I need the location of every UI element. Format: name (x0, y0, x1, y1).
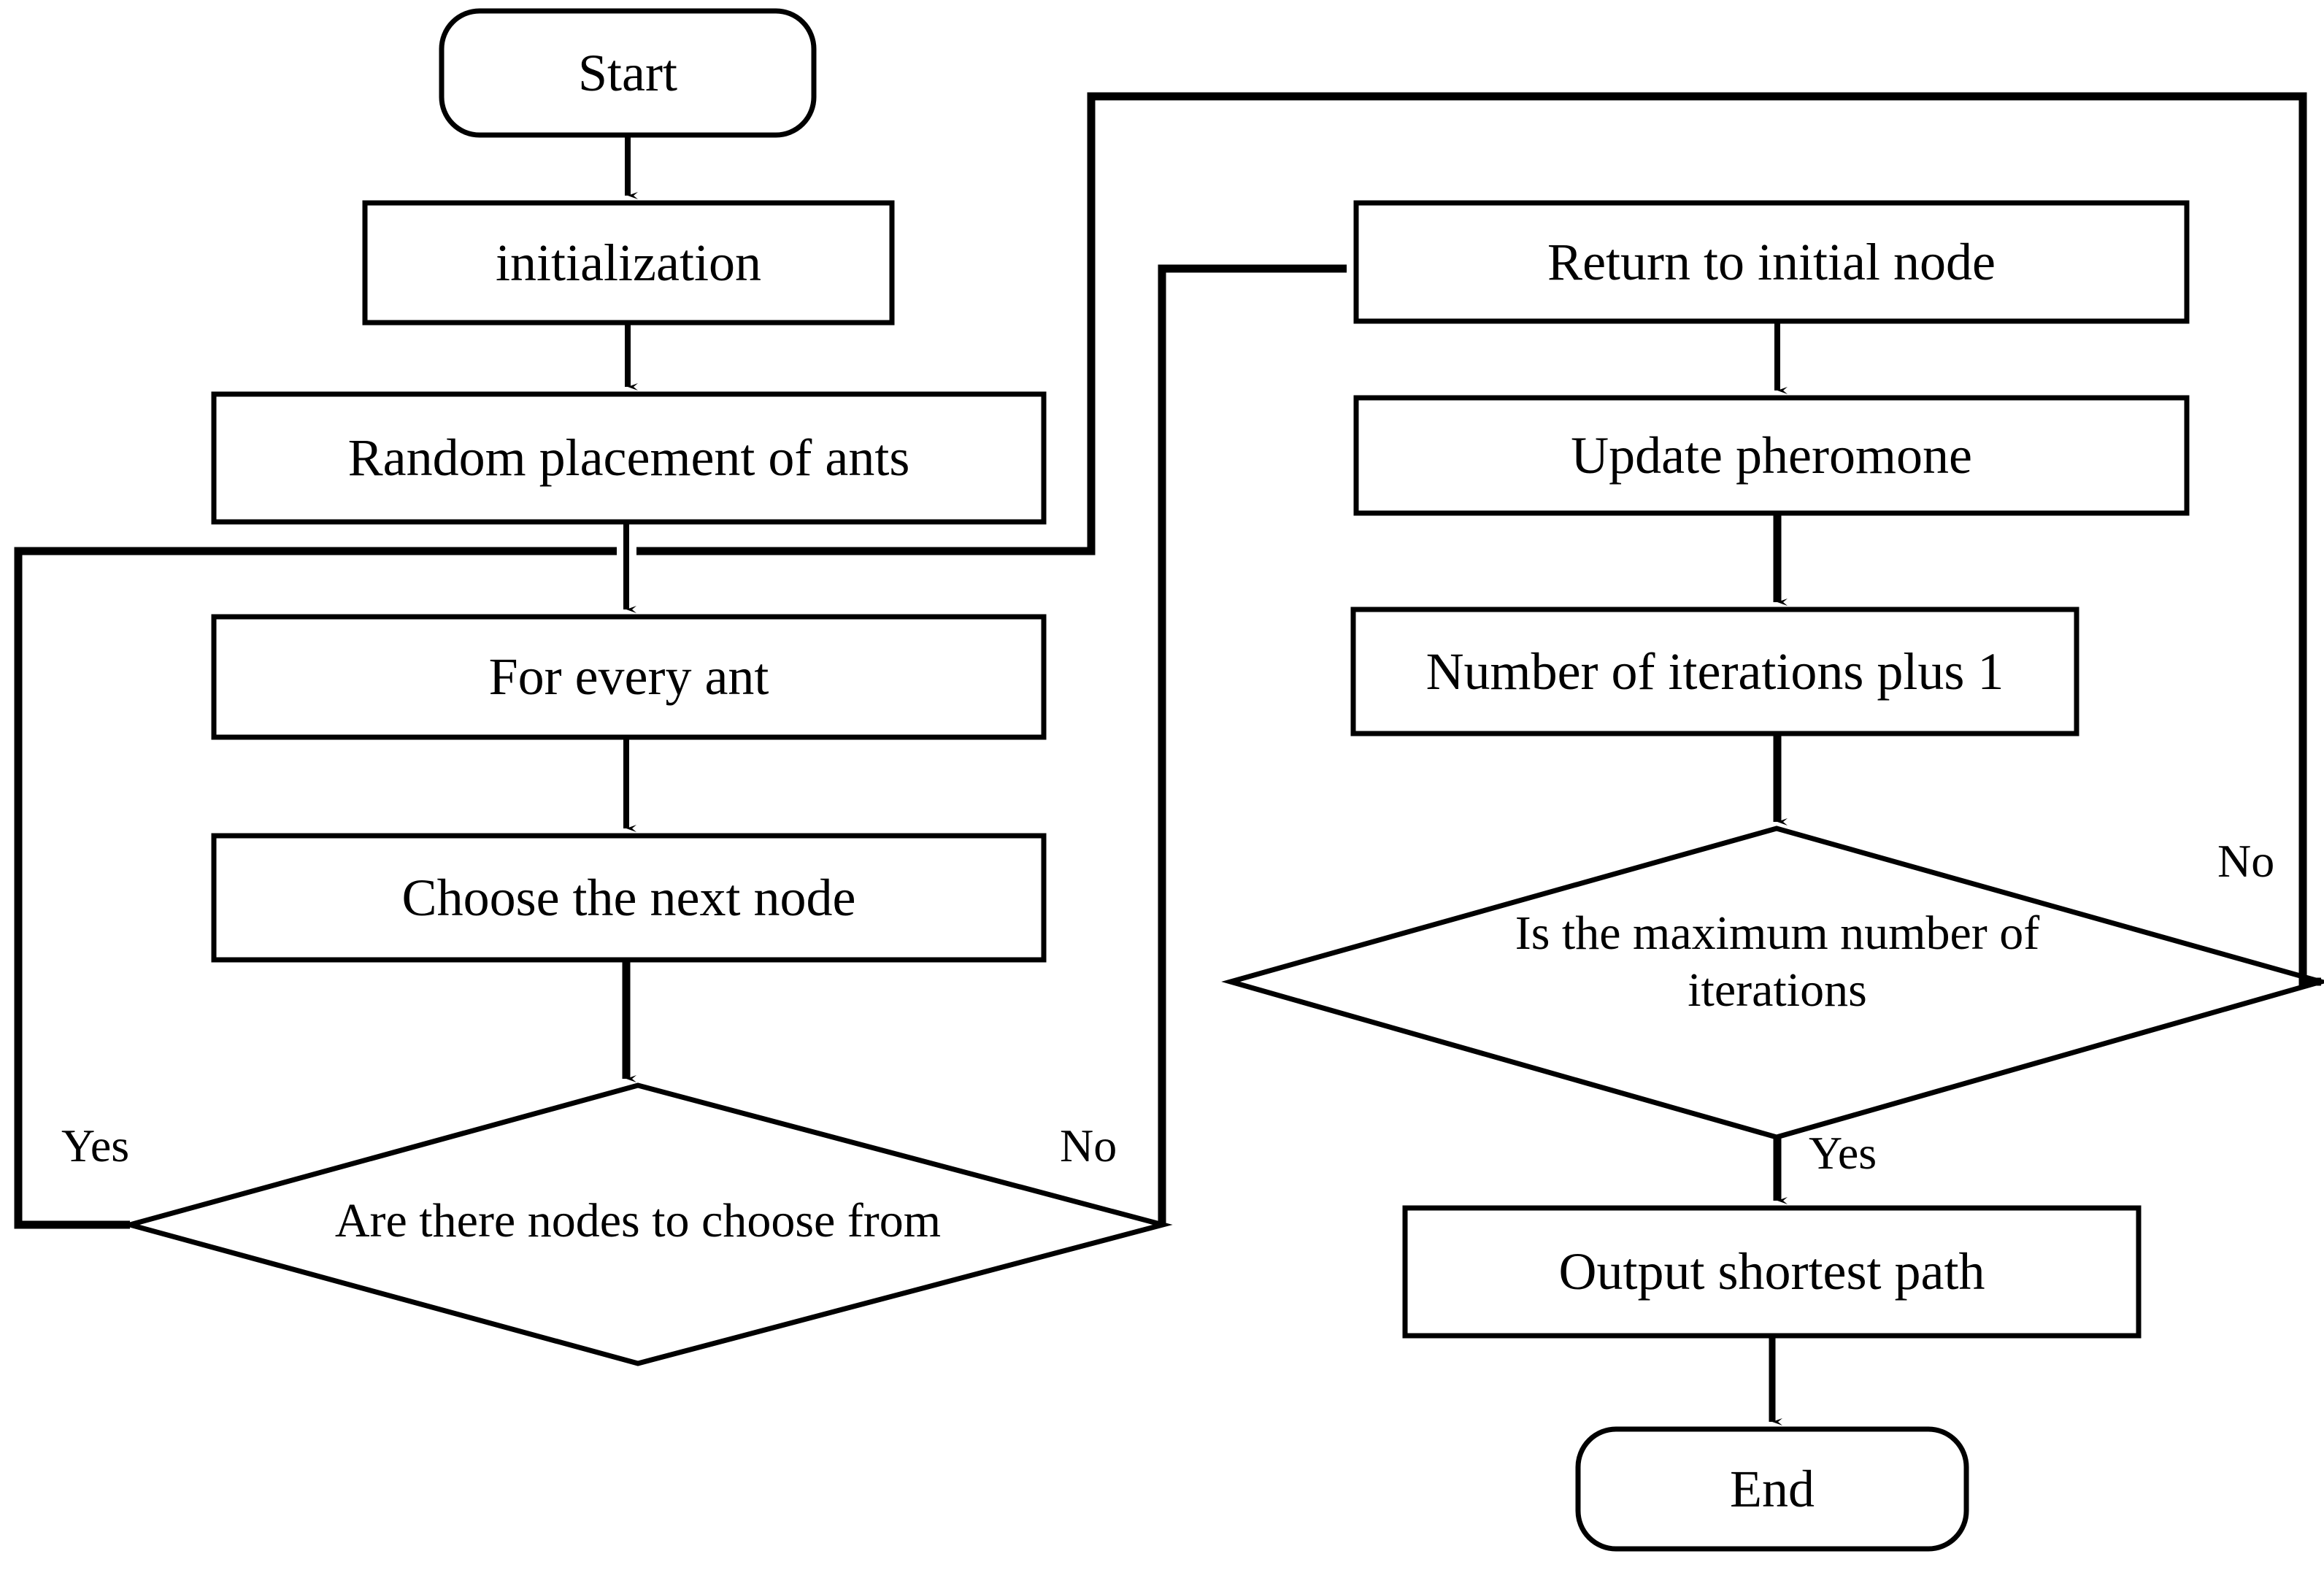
edge-decision-yes-loop (14, 547, 617, 1229)
shape-end (1575, 1426, 1969, 1552)
shape-update-pheromone (1353, 395, 2190, 516)
edge-max-iterations-no-loop (636, 92, 2321, 986)
edge-decision-no-path (1158, 264, 1347, 1225)
edge-label-nodes-available-no: No (1060, 1120, 1117, 1171)
shape-random-placement (211, 391, 1047, 525)
shape-choose-next-node (211, 833, 1047, 963)
shape-start (439, 8, 817, 138)
shape-output-shortest-path (1402, 1205, 2142, 1339)
shape-for-every-ant (211, 614, 1047, 740)
shape-nodes-available-decision (120, 1082, 1173, 1366)
edge-label-max-iterations-yes: Yes (1809, 1127, 1877, 1179)
shape-return-initial-node (1353, 200, 2190, 324)
edge-label-nodes-available-yes: Yes (61, 1120, 130, 1171)
shape-iterations-plus-one (1350, 607, 2079, 736)
shape-initialization (362, 200, 895, 326)
edge-label-max-iterations-no: No (2217, 835, 2275, 887)
shape-max-iterations-decision (1221, 826, 2324, 1140)
